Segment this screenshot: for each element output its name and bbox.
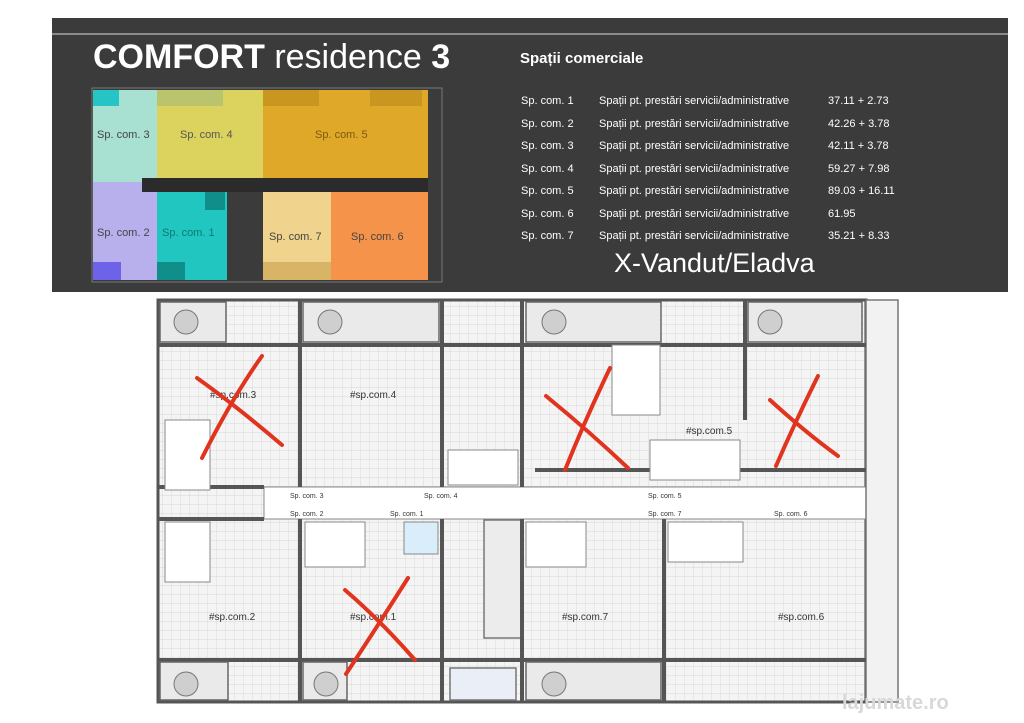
row-use: Spații pt. prestări servicii/administrat… [599, 163, 790, 175]
title-bold: COMFORT [93, 38, 265, 76]
row-area: 42.26 + 3.78 [828, 118, 890, 130]
mini-label: Sp. com. 4 [180, 129, 233, 141]
bathrooms [164, 344, 744, 583]
row-area: 59.27 + 7.98 [828, 163, 890, 175]
title-number: 3 [431, 38, 451, 76]
bathroom [525, 521, 587, 568]
mini-accent [263, 90, 319, 106]
page-title: COMFORT residence 3 [93, 38, 450, 77]
walls [158, 300, 866, 702]
sold-x-mark [544, 366, 630, 472]
room-label: #sp.com.6 [778, 612, 825, 623]
plant-icon [173, 309, 783, 697]
row-use: Spații pt. prestări servicii/administrat… [599, 208, 790, 220]
corridor-label: Sp. com. 6 [774, 511, 808, 518]
bathroom [667, 521, 744, 563]
header-divider [52, 33, 1008, 35]
corridor-label: Sp. com. 2 [290, 511, 324, 518]
room-label: #sp.com.3 [210, 390, 257, 401]
row-use: Spații pt. prestări servicii/administrat… [599, 140, 790, 152]
row-use: Spații pt. prestări servicii/administrat… [599, 118, 790, 130]
mini-label: Sp. com. 1 [162, 227, 215, 239]
row-name: Sp. com. 5 [521, 185, 574, 197]
corridor-label: Sp. com. 3 [290, 493, 324, 500]
mini-label: Sp. com. 5 [315, 129, 368, 141]
mini-label: Sp. com. 2 [97, 227, 150, 239]
mini-plan: Sp. com. 3 Sp. com. 4 Sp. com. 5 Sp. com… [91, 87, 443, 283]
room-label: #sp.com.2 [209, 612, 256, 623]
mini-accent [205, 192, 225, 210]
row-name: Sp. com. 3 [521, 140, 574, 152]
row-area: 89.03 + 16.11 [828, 185, 895, 197]
mini-accent [157, 262, 185, 280]
room-label: #sp.com.7 [562, 612, 609, 623]
mini-accent [93, 90, 119, 106]
sold-marks [195, 354, 840, 676]
corridor-label: Sp. com. 4 [424, 493, 458, 500]
mini-accent [93, 262, 121, 280]
sold-x-mark [343, 576, 417, 676]
stairwell [483, 519, 523, 639]
row-area: 37.11 + 2.73 [828, 95, 889, 107]
mini-label: Sp. com. 3 [97, 129, 150, 141]
row-area: 35.21 + 8.33 [828, 230, 890, 242]
bathroom [164, 521, 211, 583]
mini-accent [157, 90, 223, 106]
entrance-grate [449, 667, 517, 701]
sold-x-mark [768, 374, 840, 468]
room-label: #sp.com.5 [686, 426, 733, 437]
mini-label: Sp. com. 6 [351, 231, 404, 243]
row-use: Spații pt. prestări servicii/administrat… [599, 95, 790, 107]
row-name: Sp. com. 7 [521, 230, 574, 242]
row-use: Spații pt. prestări servicii/administrat… [599, 185, 790, 197]
mini-block-sp6 [331, 192, 428, 280]
mini-label: Sp. com. 7 [269, 231, 322, 243]
bathroom [447, 449, 519, 486]
balcony [302, 301, 440, 343]
row-name: Sp. com. 2 [521, 118, 574, 130]
bathroom [611, 344, 661, 416]
row-area: 42.11 + 3.78 [828, 140, 889, 152]
bathroom [304, 521, 366, 568]
corridor-label: Sp. com. 7 [648, 511, 682, 518]
row-name: Sp. com. 1 [521, 95, 574, 107]
bathroom [403, 521, 439, 555]
title-light: residence [274, 38, 422, 76]
mini-accent [263, 262, 331, 280]
mini-outline [91, 87, 443, 283]
watermark: lajumate.ro [842, 692, 949, 714]
row-name: Sp. com. 4 [521, 163, 574, 175]
bathroom [649, 439, 741, 481]
sold-x-mark [195, 354, 284, 460]
corridor [263, 486, 867, 520]
stairs-right [865, 299, 899, 703]
mini-accent [370, 90, 422, 106]
room-label: #sp.com.4 [350, 390, 397, 401]
subtitle: Spații comerciale [520, 50, 644, 67]
row-name: Sp. com. 6 [521, 208, 574, 220]
corridor-label: Sp. com. 1 [390, 511, 424, 518]
sold-note: X-Vandut/Eladva [614, 248, 815, 278]
corridor-label: Sp. com. 5 [648, 493, 682, 500]
mini-corridor [142, 178, 428, 192]
row-use: Spații pt. prestări servicii/administrat… [599, 230, 790, 242]
row-area: 61.95 [828, 208, 856, 220]
